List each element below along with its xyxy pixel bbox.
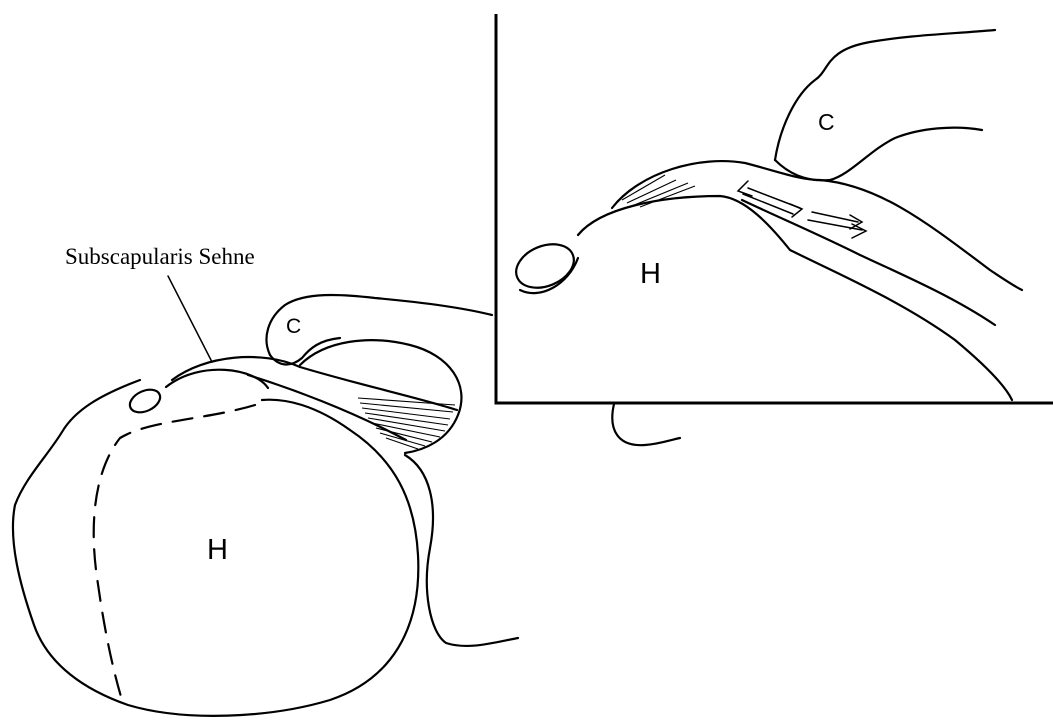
inset-oval-outer (520, 258, 578, 293)
scapula-neck (405, 455, 518, 646)
inset-tendon-lower (742, 200, 995, 325)
inset-humeral-head (578, 196, 1012, 400)
inset-tail (612, 404, 680, 445)
inset-frame (496, 14, 1053, 403)
main-view: Subscapularis Sehne H C (13, 244, 518, 716)
movement-arrows (738, 181, 866, 238)
inset-coracoid-label: C (818, 109, 835, 135)
tendon-label: Subscapularis Sehne (65, 244, 255, 269)
inset-tendon-hatching (622, 175, 695, 207)
main-coracoid-label: C (286, 315, 301, 338)
anatomical-neck-dashed (94, 405, 255, 700)
inset-head-label: H (640, 258, 661, 290)
inset-coracoid-tip (775, 128, 982, 181)
inset-view: H C (496, 14, 1053, 445)
tendon-leader-line (168, 276, 212, 362)
inset-biceps-oval (510, 236, 581, 296)
lesser-tuberosity (166, 370, 268, 388)
arrow-left-head2 (790, 204, 802, 217)
main-head-label: H (207, 534, 228, 566)
subscapularis-tendon-lower (248, 375, 406, 440)
biceps-oval (126, 385, 163, 417)
inset-coracoid (775, 30, 995, 160)
arrow-right-shaft (812, 212, 858, 222)
